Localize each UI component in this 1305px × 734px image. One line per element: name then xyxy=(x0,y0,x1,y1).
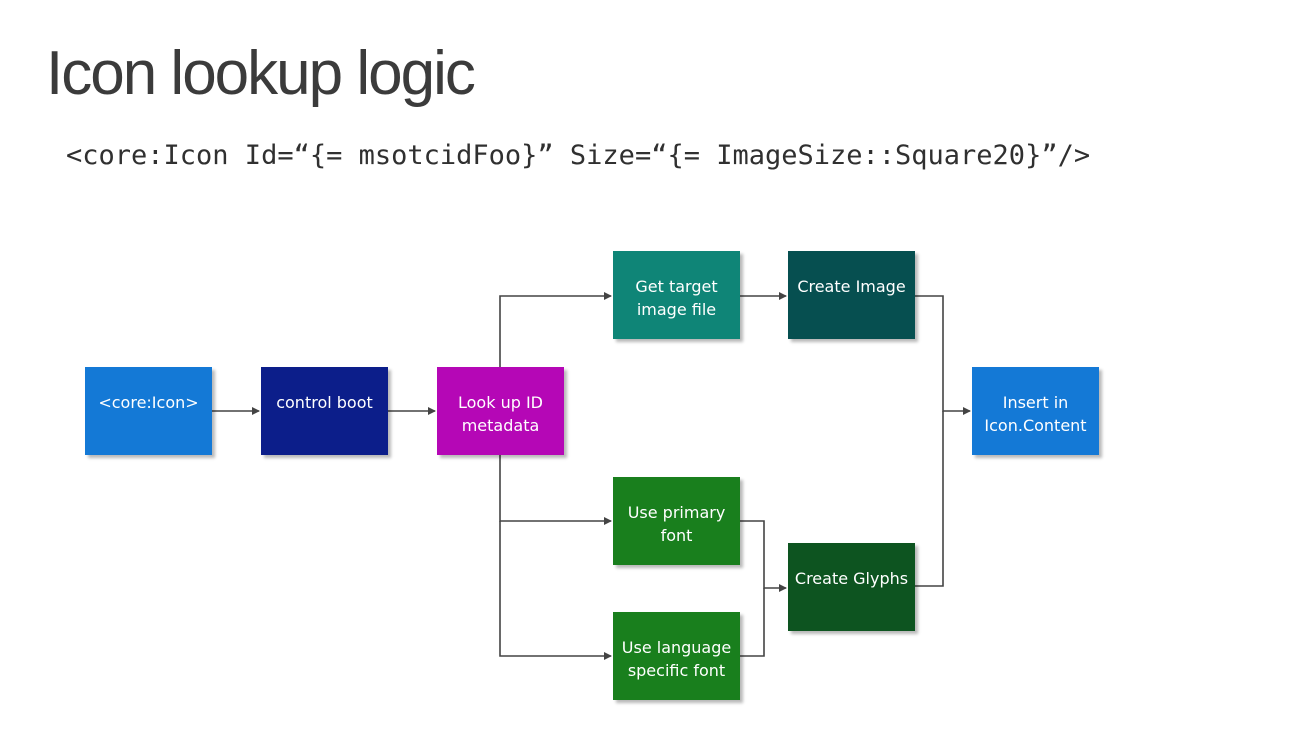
node-create-image: Create Image xyxy=(788,251,915,339)
edge-image-to-insert xyxy=(915,295,971,415)
node-use-primary-font-label: Use primary font xyxy=(627,503,726,545)
node-use-language-specific-font-label: Use language specific font xyxy=(621,638,732,680)
edge-lookup-to-primary xyxy=(499,455,612,525)
node-get-target-image-file-label: Get target image file xyxy=(635,277,718,319)
node-create-image-label: Create Image xyxy=(797,277,906,296)
edge-lookup-to-language xyxy=(499,521,612,660)
edge-lookup-to-target xyxy=(499,292,612,367)
node-insert-in-icon-content-label: Insert in Icon.Content xyxy=(984,393,1087,435)
edge-language-to-glyphs xyxy=(740,588,765,657)
edge-glyphs-to-insert xyxy=(915,411,944,587)
node-core-icon: <core:Icon> xyxy=(85,367,212,455)
node-create-glyphs: Create Glyphs xyxy=(788,543,915,631)
node-insert-in-icon-content: Insert in Icon.Content xyxy=(972,367,1099,455)
node-look-up-id-metadata-label: Look up ID metadata xyxy=(458,393,543,435)
node-create-glyphs-label: Create Glyphs xyxy=(794,569,909,588)
node-use-primary-font: Use primary font xyxy=(613,477,740,565)
node-use-language-specific-font: Use language specific font xyxy=(613,612,740,700)
node-control-boot: control boot xyxy=(261,367,388,455)
node-control-boot-label: control boot xyxy=(276,393,373,412)
code-snippet: <core:Icon Id=“{= msotcidFoo}” Size=“{= … xyxy=(66,140,1091,171)
edge-primary-to-glyphs xyxy=(740,520,787,592)
node-look-up-id-metadata: Look up ID metadata xyxy=(437,367,564,455)
node-get-target-image-file: Get target image file xyxy=(613,251,740,339)
node-core-icon-label: <core:Icon> xyxy=(98,393,199,412)
slide-title: Icon lookup logic xyxy=(46,39,476,108)
